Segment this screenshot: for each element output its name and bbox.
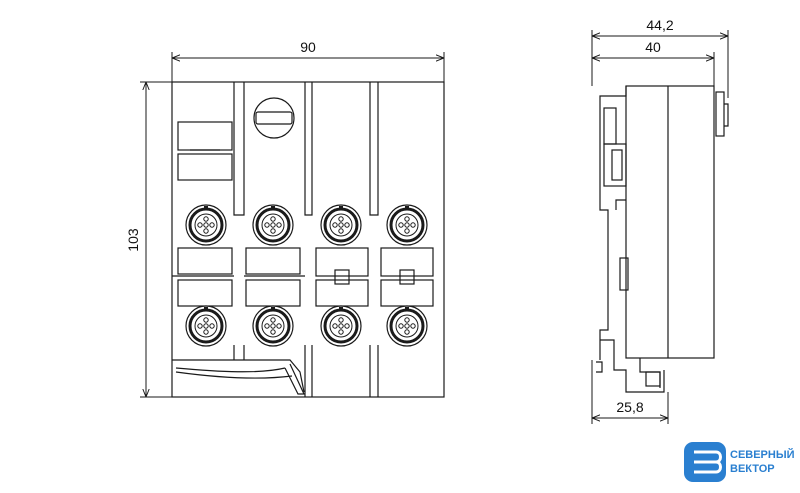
label-blocks-middle: [172, 247, 305, 307]
dim-side-base: 25,8: [616, 399, 643, 415]
logo-line2: ВЕКТОР: [730, 463, 775, 475]
m12-connector-icon: [185, 204, 227, 246]
bottom-latch: [172, 359, 305, 395]
m12-connector-icon: [320, 204, 362, 246]
dim-side-body: 40: [645, 39, 661, 55]
m12-connector-icon: [252, 204, 294, 246]
m12-connector-icon: [386, 204, 428, 246]
m12-connector-icon: [320, 305, 362, 347]
m12-connector-icon: [386, 305, 428, 347]
rotary-switch: [253, 97, 295, 139]
company-logo: СЕВЕРНЫЙ ВЕКТОР: [684, 442, 795, 482]
dimension-labels: 90 103 44,2 40 25,8: [125, 17, 674, 415]
dim-front-width: 90: [300, 39, 316, 55]
side-body: [625, 85, 715, 359]
module-rails: [233, 82, 379, 397]
m12-connector-icon: [252, 305, 294, 347]
logo-line1: СЕВЕРНЫЙ: [730, 448, 795, 461]
front-housing-outline: [171, 81, 445, 398]
m12-connectors: [185, 204, 428, 347]
m12-connector-icon: [185, 305, 227, 347]
dimension-lines: [140, 30, 729, 424]
dim-side-overall: 44,2: [646, 17, 673, 33]
label-blocks-top-left: [177, 121, 233, 181]
side-view: [596, 85, 729, 393]
front-view: [171, 81, 445, 398]
label-blocks-right: [315, 247, 434, 307]
dim-front-height: 103: [125, 228, 141, 252]
